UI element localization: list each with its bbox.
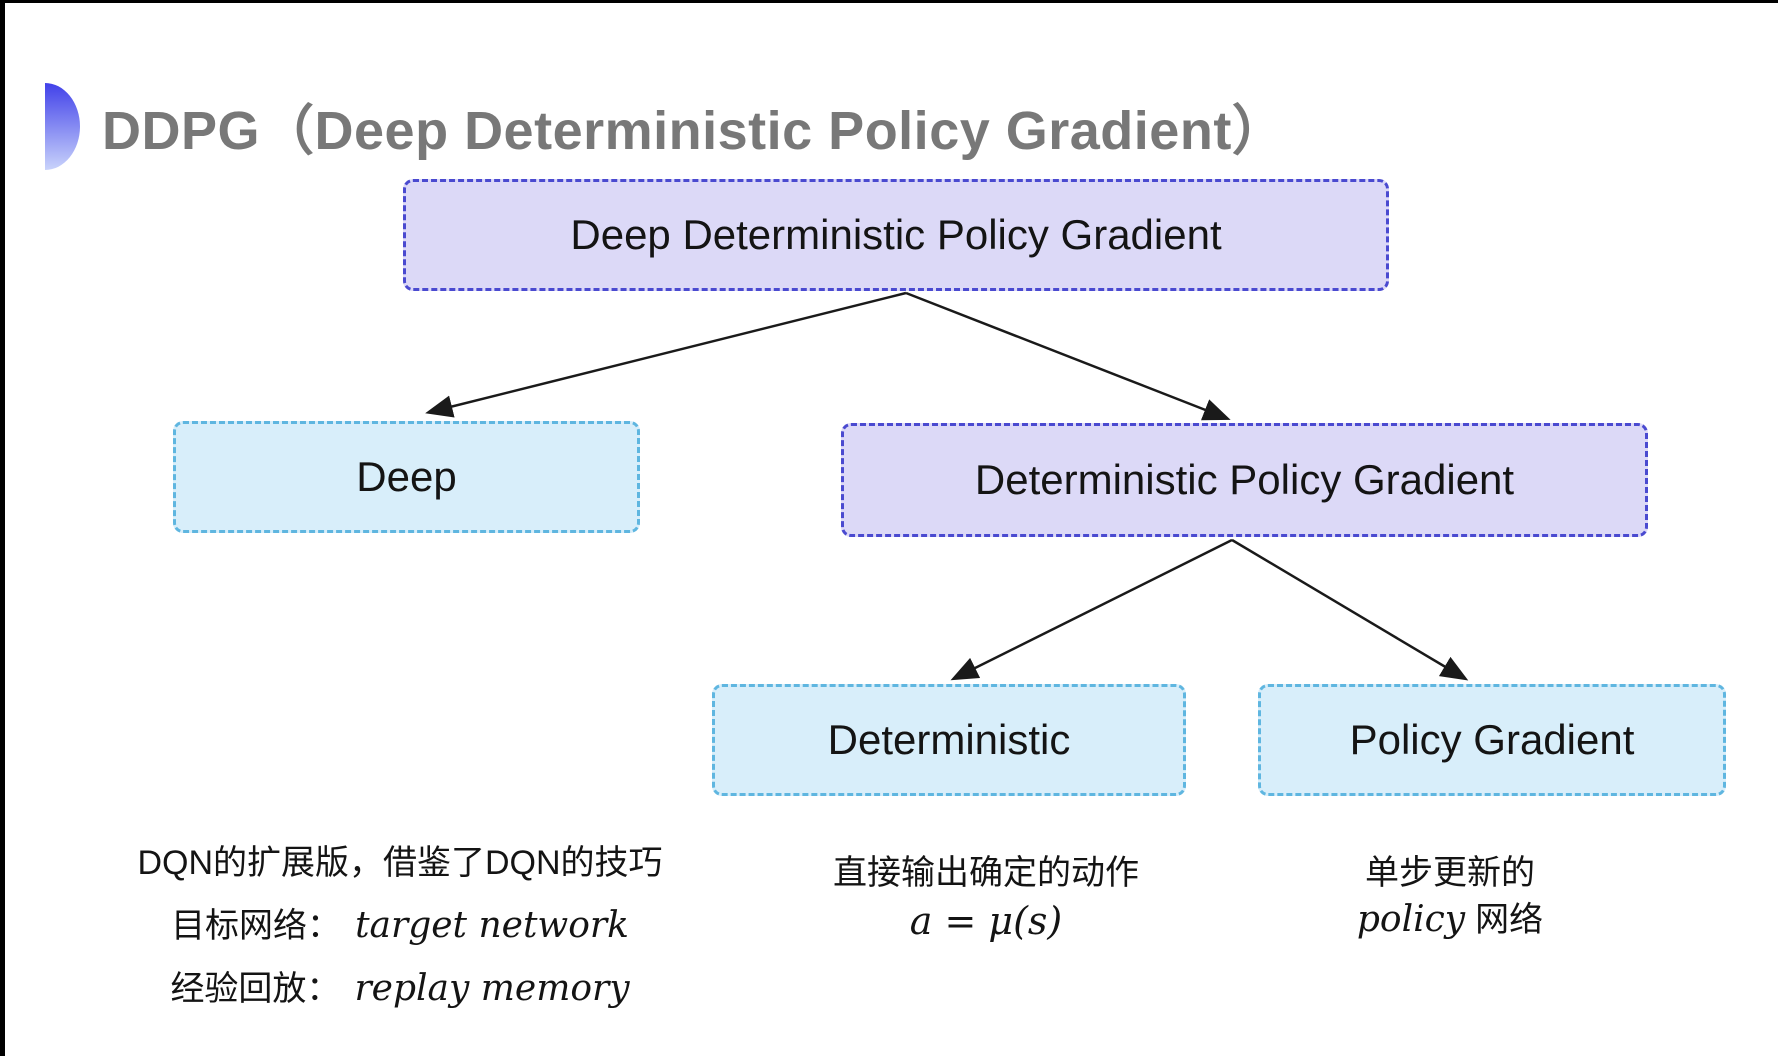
node-label: Policy Gradient: [1349, 716, 1635, 763]
deterministic-annotation-formula: a = μ(s): [766, 896, 1206, 946]
arrow-dpg-to-deterministic: [950, 538, 1233, 681]
deep-annotation-line2: 目标网络： target network: [110, 894, 690, 957]
node-policy-gradient: Policy Gradient: [1258, 684, 1726, 796]
replay-memory-term: replay memory: [354, 967, 630, 1009]
arrow-root-to-dpg: [905, 291, 1231, 421]
deep-annotation-line3: 经验回放： replay memory: [110, 957, 690, 1020]
policy-term: policy: [1356, 898, 1466, 940]
arrow-root-to-deep: [425, 291, 907, 418]
target-network-term: target network: [355, 904, 629, 946]
node-deep-deterministic-policy-gradient: Deep Deterministic Policy Gradient: [403, 179, 1389, 291]
policy-gradient-annotation-line1: 单步更新的: [1365, 854, 1535, 892]
bullet-semicircle-icon: [45, 83, 80, 170]
node-deterministic: Deterministic: [712, 684, 1186, 796]
deep-annotation: DQN的扩展版，借鉴了DQN的技巧 目标网络： target network 经验…: [110, 834, 690, 1020]
top-border: [0, 0, 1778, 3]
policy-network-suffix: 网络: [1475, 900, 1544, 939]
mu-formula: a = μ(s): [909, 898, 1063, 943]
page-title: DDPG（Deep Deterministic Policy Gradient）: [102, 101, 1287, 161]
arrow-dpg-to-policy-gradient: [1231, 538, 1469, 681]
node-deep: Deep: [173, 421, 640, 533]
deterministic-annotation: 直接输出确定的动作 a = μ(s): [766, 851, 1206, 946]
target-network-label: 目标网络：: [171, 906, 342, 945]
replay-memory-label: 经验回放：: [170, 969, 341, 1008]
node-label: Deterministic: [827, 716, 1071, 763]
node-deterministic-policy-gradient: Deterministic Policy Gradient: [841, 423, 1648, 537]
left-border: [0, 0, 5, 1056]
node-label: Deep: [356, 453, 457, 500]
deterministic-annotation-line1: 直接输出确定的动作: [833, 854, 1139, 892]
deep-annotation-line1: DQN的扩展版，借鉴了DQN的技巧: [137, 844, 663, 882]
node-label: Deep Deterministic Policy Gradient: [570, 211, 1222, 258]
node-label: Deterministic Policy Gradient: [974, 456, 1515, 503]
